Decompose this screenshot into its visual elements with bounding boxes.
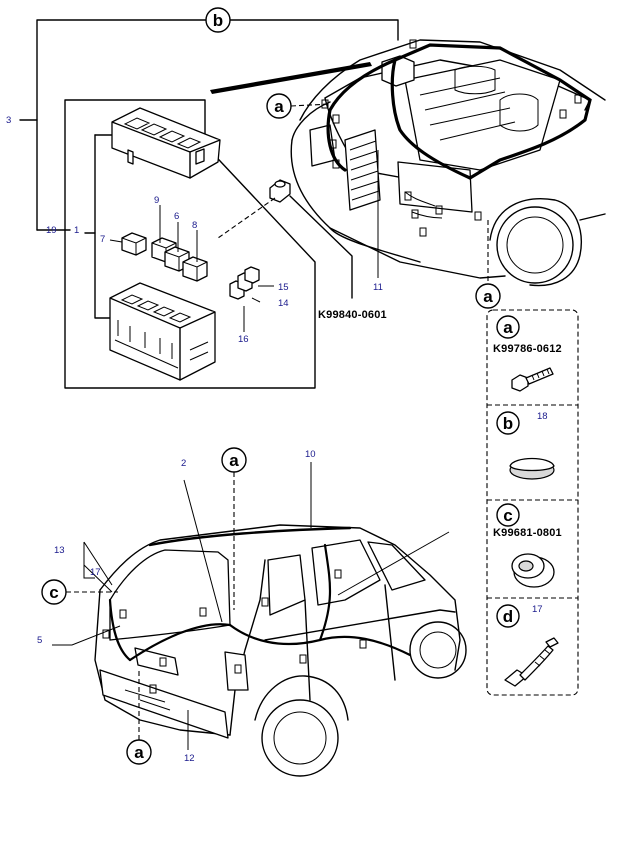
part-num-19: 19 [46,225,57,236]
relay-7 [121,232,147,256]
callout-a-rear-bottom: a [126,739,152,765]
part-num-11: 11 [373,282,383,293]
part-num-9: 9 [154,195,159,206]
detail-item-b: b 18 [496,411,555,480]
callout-b-top: b [205,7,231,33]
detail-item-c: c K99681-0801 [493,503,562,588]
relay-box-frame [64,99,316,389]
svg-text:c: c [49,583,58,602]
part-num-1: 1 [74,225,79,236]
part-num-17-rear: 17 [90,567,101,578]
part-num-16: 16 [238,334,249,345]
part-num-13: 13 [54,545,65,556]
fuse-group [229,266,260,300]
svg-text:a: a [229,451,239,470]
svg-text:a: a [134,743,144,762]
svg-text:b: b [503,414,513,433]
relay-8 [182,256,208,282]
vehicle-front [210,39,606,287]
detail-item-d: d 17 [496,604,559,687]
part-num-3: 3 [6,115,11,126]
relay-box-cover [111,107,221,179]
svg-text:a: a [274,97,284,116]
harness-connector-icon [504,637,559,687]
part-num-6: 6 [174,211,179,222]
part-num-10: 10 [305,449,316,460]
part-num-8: 8 [192,220,197,231]
detail-panel [486,309,579,696]
bolt-icon [511,367,554,392]
detail-code-c: K99681-0801 [493,527,562,539]
part-num-14: 14 [278,298,289,309]
callout-a-rear-top: a [221,447,247,473]
part-code-front: K99840-0601 [318,309,387,321]
relay-box-base [109,282,216,381]
svg-text:a: a [503,318,513,337]
detail-num-b: 18 [537,411,548,422]
detail-item-a: a K99786-0612 [493,315,562,392]
svg-text:c: c [503,506,512,525]
svg-text:a: a [483,287,493,306]
part-num-15: 15 [278,282,289,293]
grommet-front [269,179,291,203]
part-num-12: 12 [184,753,195,764]
detail-code-a: K99786-0612 [493,343,562,355]
part-num-7: 7 [100,234,105,245]
part-num-5: 5 [37,635,42,646]
vehicle-rear [94,524,467,777]
grommet-icon [511,553,555,588]
callout-c-rear: c [41,579,67,605]
svg-text:b: b [213,11,223,30]
part-num-2: 2 [181,458,186,469]
callout-a-front-bottom: a [475,283,501,309]
plug-icon [509,457,555,480]
detail-num-d: 17 [532,604,543,615]
callout-a-engine: a [266,93,292,119]
svg-text:d: d [503,607,513,626]
bracket-b-group [19,19,399,231]
